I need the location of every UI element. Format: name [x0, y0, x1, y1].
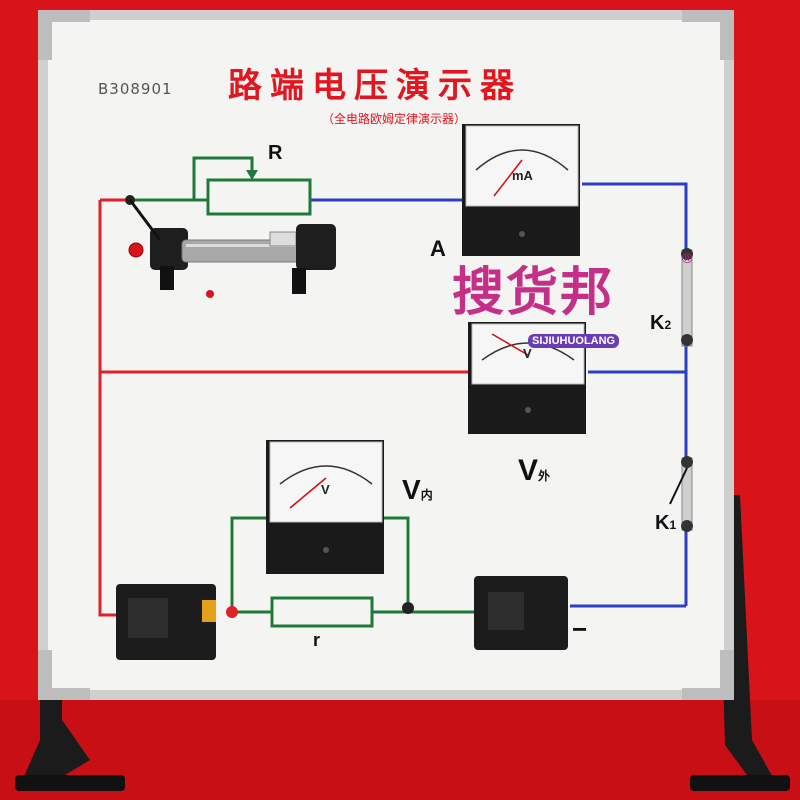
frame-corner-tl — [38, 10, 90, 60]
physical-rheostat — [125, 195, 336, 298]
switch-k2-sub: 2 — [664, 318, 672, 332]
switch-k1-letter: K — [655, 512, 670, 534]
voltmeter-outer-unit: V — [523, 346, 532, 361]
switch-k1 — [669, 456, 693, 532]
resistor-symbol — [270, 596, 374, 628]
table-surface — [0, 700, 800, 800]
watermark-registered-icon: ® — [682, 250, 693, 266]
switch-k2 — [681, 248, 693, 347]
battery-holder-left — [116, 584, 238, 660]
frame-corner-br — [682, 650, 734, 700]
green-wires — [130, 156, 478, 614]
minus-terminal-label: − — [572, 614, 588, 644]
board-subtitle: （全电路欧姆定律演示器） — [322, 112, 467, 126]
rheostat-label: R — [268, 142, 283, 164]
voltmeter-inner-unit: V — [321, 482, 330, 497]
frame-corner-tr — [682, 10, 734, 60]
voltmeter-inner — [266, 440, 384, 574]
board-title: 路端电压演示器 — [228, 66, 522, 106]
blue-wires — [310, 182, 688, 608]
voltmeter-outer-letter: V — [518, 454, 539, 487]
voltmeter-inner-letter: V — [402, 474, 421, 505]
switch-k1-sub: 1 — [669, 518, 677, 532]
voltmeter-inner-label: V内 — [402, 474, 433, 506]
frame-corner-bl — [38, 650, 90, 700]
ammeter-unit: mA — [512, 168, 533, 183]
model-code: B308901 — [98, 80, 173, 98]
stand-foot-right — [690, 775, 790, 791]
board-surface — [48, 20, 724, 690]
stand-foot-left — [15, 775, 125, 791]
rheostat-arrow — [246, 170, 258, 180]
voltmeter-outer-sub: 外 — [538, 469, 551, 483]
ammeter — [462, 124, 580, 256]
resistor-label: r — [313, 630, 321, 650]
switch-k2-label: K2 — [650, 312, 671, 335]
battery-holder-right — [402, 576, 568, 650]
rheostat-symbol — [206, 178, 312, 216]
switch-k1-label: K1 — [655, 512, 676, 535]
switch-k2-letter: K — [650, 312, 665, 334]
voltmeter-outer-label: V外 — [518, 454, 550, 488]
watermark-cn: 搜货邦 — [452, 263, 615, 323]
watermark-en: SIJIUHUOLANG — [528, 334, 620, 348]
ammeter-label: A — [430, 236, 446, 261]
voltmeter-inner-sub: 内 — [420, 488, 433, 502]
